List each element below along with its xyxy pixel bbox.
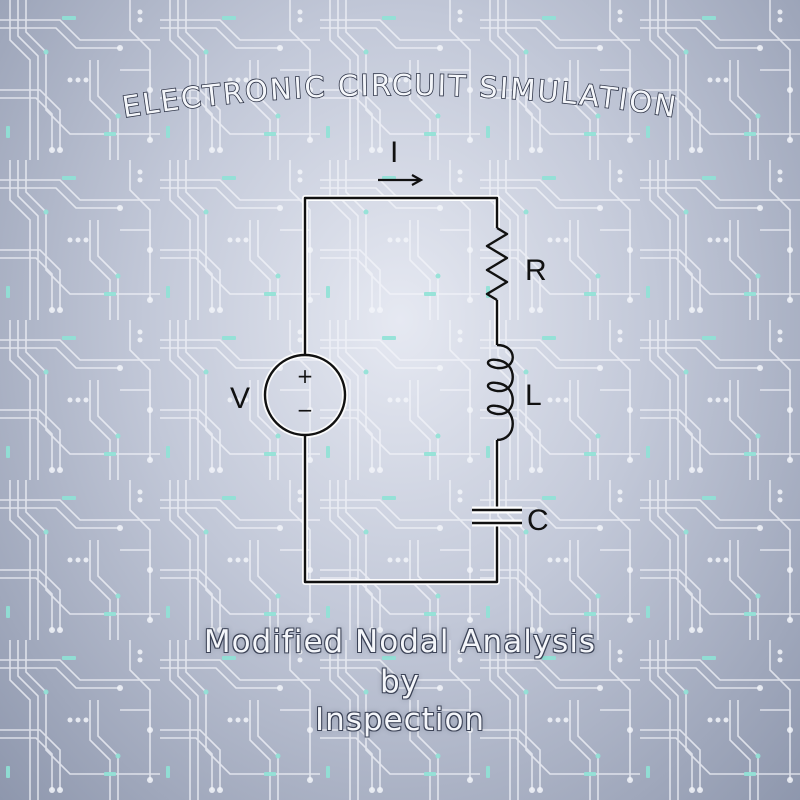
source-minus-sign: −: [297, 398, 314, 422]
subtitle-line-2: by: [379, 664, 421, 700]
inductor-symbol: [486, 343, 514, 442]
page-title-text: ELECTRONIC CIRCUIT SIMULATION: [119, 67, 679, 125]
current-arrow: [378, 174, 424, 186]
page-title: ELECTRONIC CIRCUIT SIMULATION: [120, 68, 680, 124]
resistor-symbol: [485, 226, 509, 302]
resistor-label: R: [525, 254, 547, 287]
subtitle-line-1: Modified Nodal Analysis: [203, 624, 597, 660]
source-label: V: [230, 382, 250, 415]
voltage-source-symbol: + −: [263, 353, 347, 437]
inductor-label: L: [525, 379, 542, 412]
current-label: I: [390, 136, 398, 169]
capacitor-symbol: [472, 506, 522, 527]
capacitor-label: C: [527, 504, 549, 537]
circuit-wires: [303, 196, 499, 584]
source-plus-sign: +: [297, 364, 314, 388]
subtitle-line-3: Inspection: [314, 702, 486, 738]
